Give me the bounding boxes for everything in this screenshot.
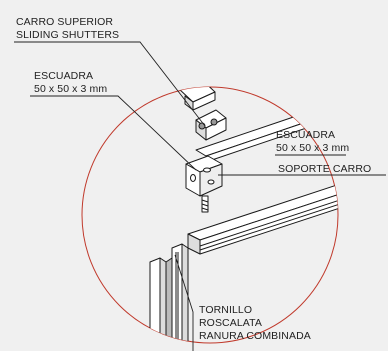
carro-trolley [195, 109, 227, 141]
soporte-carro-rail [187, 183, 338, 255]
vertical-profile [149, 243, 189, 343]
label-escuadra-left-line2: 50 x 50 x 3 mm [34, 83, 108, 95]
label-tornillo-line1: TORNILLO [199, 304, 253, 316]
label-soporte-carro-line1: SOPORTE CARRO [278, 163, 372, 175]
escuadra-bracket [185, 155, 223, 197]
label-escuadra-left: ESCUADRA 50 x 50 x 3 mm [34, 70, 107, 96]
leader-carro-superior [14, 41, 206, 127]
label-soporte-carro: SOPORTE CARRO [278, 163, 371, 176]
tornillo-screw [201, 195, 209, 213]
label-tornillo: TORNILLO ROSCALATA RANURA COMBINADA [199, 304, 311, 343]
upper-rail [177, 87, 216, 111]
leader-escuadra-left [30, 95, 197, 171]
leader-tornillo [174, 254, 194, 351]
label-carro-superior: CARRO SUPERIOR SLIDING SHUTTERS [16, 16, 119, 42]
label-escuadra-right: ESCUADRA 50 x 50 x 3 mm [276, 129, 349, 155]
label-escuadra-right-line1: ESCUADRA [276, 129, 336, 141]
label-carro-superior-line1: CARRO SUPERIOR [16, 16, 114, 28]
label-escuadra-left-line1: ESCUADRA [34, 70, 94, 82]
label-tornillo-line2: ROSCALATA [199, 317, 262, 329]
label-tornillo-line3: RANURA COMBINADA [199, 330, 311, 342]
label-escuadra-right-line2: 50 x 50 x 3 mm [276, 142, 350, 154]
label-carro-superior-line2: SLIDING SHUTTERS [16, 29, 120, 41]
